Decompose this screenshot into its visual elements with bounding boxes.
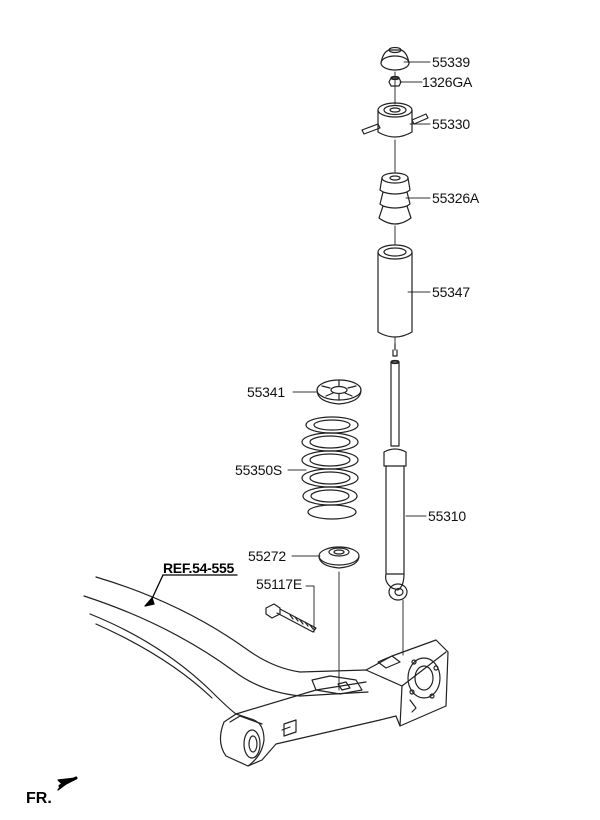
part-label-55326a: 55326A (432, 190, 480, 206)
front-direction-arrow (57, 776, 78, 791)
bolt-55117e (265, 603, 317, 633)
dust-cover-55347 (377, 244, 413, 338)
torsion-beam-axle (83, 576, 449, 767)
part-label-55350s: 55350S (235, 462, 283, 478)
part-label-55341: 55341 (247, 384, 285, 400)
part-label-55347: 55347 (432, 284, 470, 300)
bump-stopper-55326a (378, 172, 412, 225)
top-cap-55339 (380, 46, 410, 71)
part-label-55310: 55310 (428, 508, 466, 524)
mounting-bracket-55330 (361, 102, 429, 138)
lower-seat-55272 (318, 546, 360, 569)
part-label-55272: 55272 (248, 548, 286, 564)
part-label-55339: 55339 (432, 54, 470, 70)
spring-pad-55341 (316, 379, 362, 405)
part-label-55117e: 55117E (256, 576, 303, 592)
ref-arrow (144, 574, 238, 607)
part-label-1326ga: 1326GA (422, 74, 473, 90)
nut-1326ga (388, 75, 402, 87)
leader-lines (287, 61, 431, 691)
coil-spring-55350s (301, 416, 359, 520)
reference-link[interactable]: REF.54-555 (163, 560, 234, 576)
front-direction-label: FR. (26, 790, 52, 807)
shock-absorber-55310 (383, 343, 408, 601)
part-label-55330: 55330 (432, 116, 470, 132)
